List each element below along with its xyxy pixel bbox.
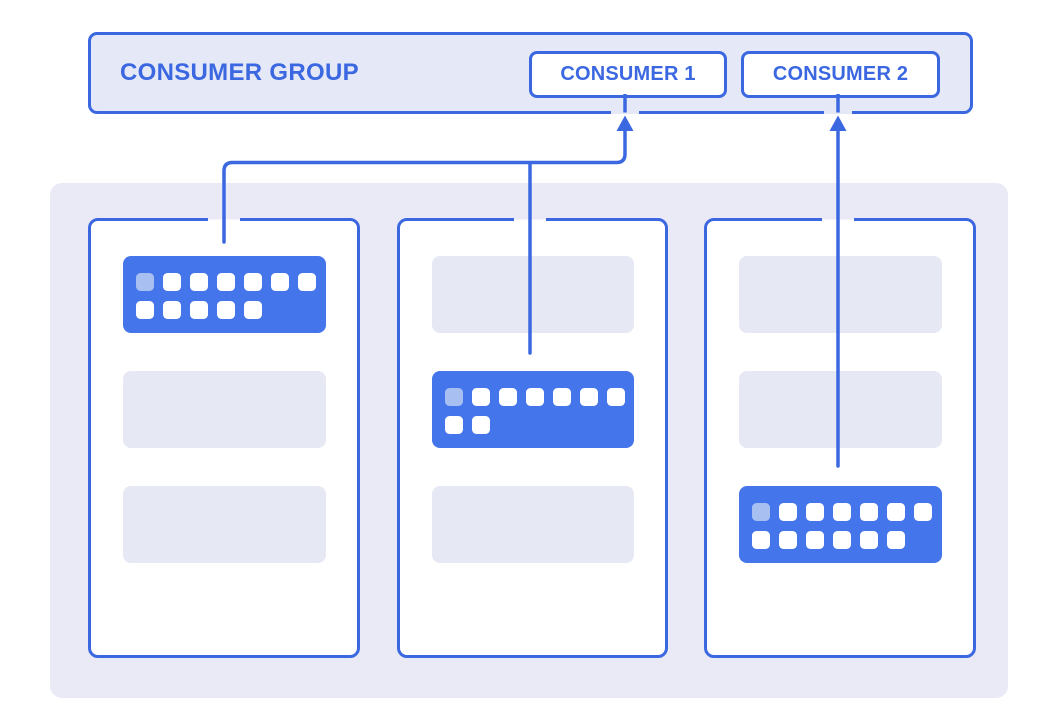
message-square xyxy=(163,301,181,319)
message-square xyxy=(553,388,571,406)
message-square xyxy=(752,531,770,549)
message-block xyxy=(739,486,942,563)
arrowhead-consumer-2 xyxy=(829,115,847,131)
placeholder-row xyxy=(123,371,326,448)
placeholder-row xyxy=(739,256,942,333)
message-square xyxy=(580,388,598,406)
message-square xyxy=(806,503,824,521)
message-square xyxy=(190,301,208,319)
consumer-group-label: CONSUMER GROUP xyxy=(120,59,359,86)
message-square xyxy=(445,416,463,434)
message-square-highlight xyxy=(445,388,463,406)
message-square xyxy=(833,503,851,521)
message-square xyxy=(244,273,262,291)
message-square xyxy=(887,503,905,521)
partition-1 xyxy=(88,218,360,658)
message-square xyxy=(472,416,490,434)
placeholder-row xyxy=(432,256,634,333)
message-square-highlight xyxy=(136,273,154,291)
message-square-row xyxy=(136,273,326,291)
consumer-1-box: CONSUMER 1 xyxy=(529,51,727,98)
message-square xyxy=(914,503,932,521)
consumer-1-label: CONSUMER 1 xyxy=(560,63,696,85)
message-square-row xyxy=(752,531,942,549)
message-square xyxy=(887,531,905,549)
message-square xyxy=(472,388,490,406)
message-square xyxy=(217,301,235,319)
message-square xyxy=(136,301,154,319)
placeholder-row xyxy=(123,486,326,563)
consumer-2-box: CONSUMER 2 xyxy=(741,51,940,98)
placeholder-row xyxy=(739,371,942,448)
message-square-row xyxy=(445,416,634,434)
message-block xyxy=(123,256,326,333)
message-square xyxy=(271,273,289,291)
partition-3 xyxy=(704,218,976,658)
message-square xyxy=(779,503,797,521)
message-square-row xyxy=(752,503,942,521)
arrowhead-consumer-1 xyxy=(616,115,634,131)
message-square xyxy=(526,388,544,406)
message-square-highlight xyxy=(752,503,770,521)
message-square xyxy=(298,273,316,291)
message-square xyxy=(860,531,878,549)
message-square xyxy=(217,273,235,291)
message-square xyxy=(833,531,851,549)
message-square xyxy=(499,388,517,406)
message-square xyxy=(607,388,625,406)
message-square xyxy=(244,301,262,319)
partitions-panel xyxy=(50,183,1008,698)
message-square xyxy=(860,503,878,521)
message-square xyxy=(779,531,797,549)
message-square xyxy=(163,273,181,291)
partition-2 xyxy=(397,218,668,658)
consumer-group-box: CONSUMER GROUP CONSUMER 1 CONSUMER 2 xyxy=(88,32,973,114)
placeholder-row xyxy=(432,486,634,563)
message-square-row xyxy=(445,388,634,406)
consumer-2-label: CONSUMER 2 xyxy=(772,63,909,85)
message-square xyxy=(190,273,208,291)
message-block xyxy=(432,371,634,448)
message-square xyxy=(806,531,824,549)
message-square-row xyxy=(136,301,326,319)
